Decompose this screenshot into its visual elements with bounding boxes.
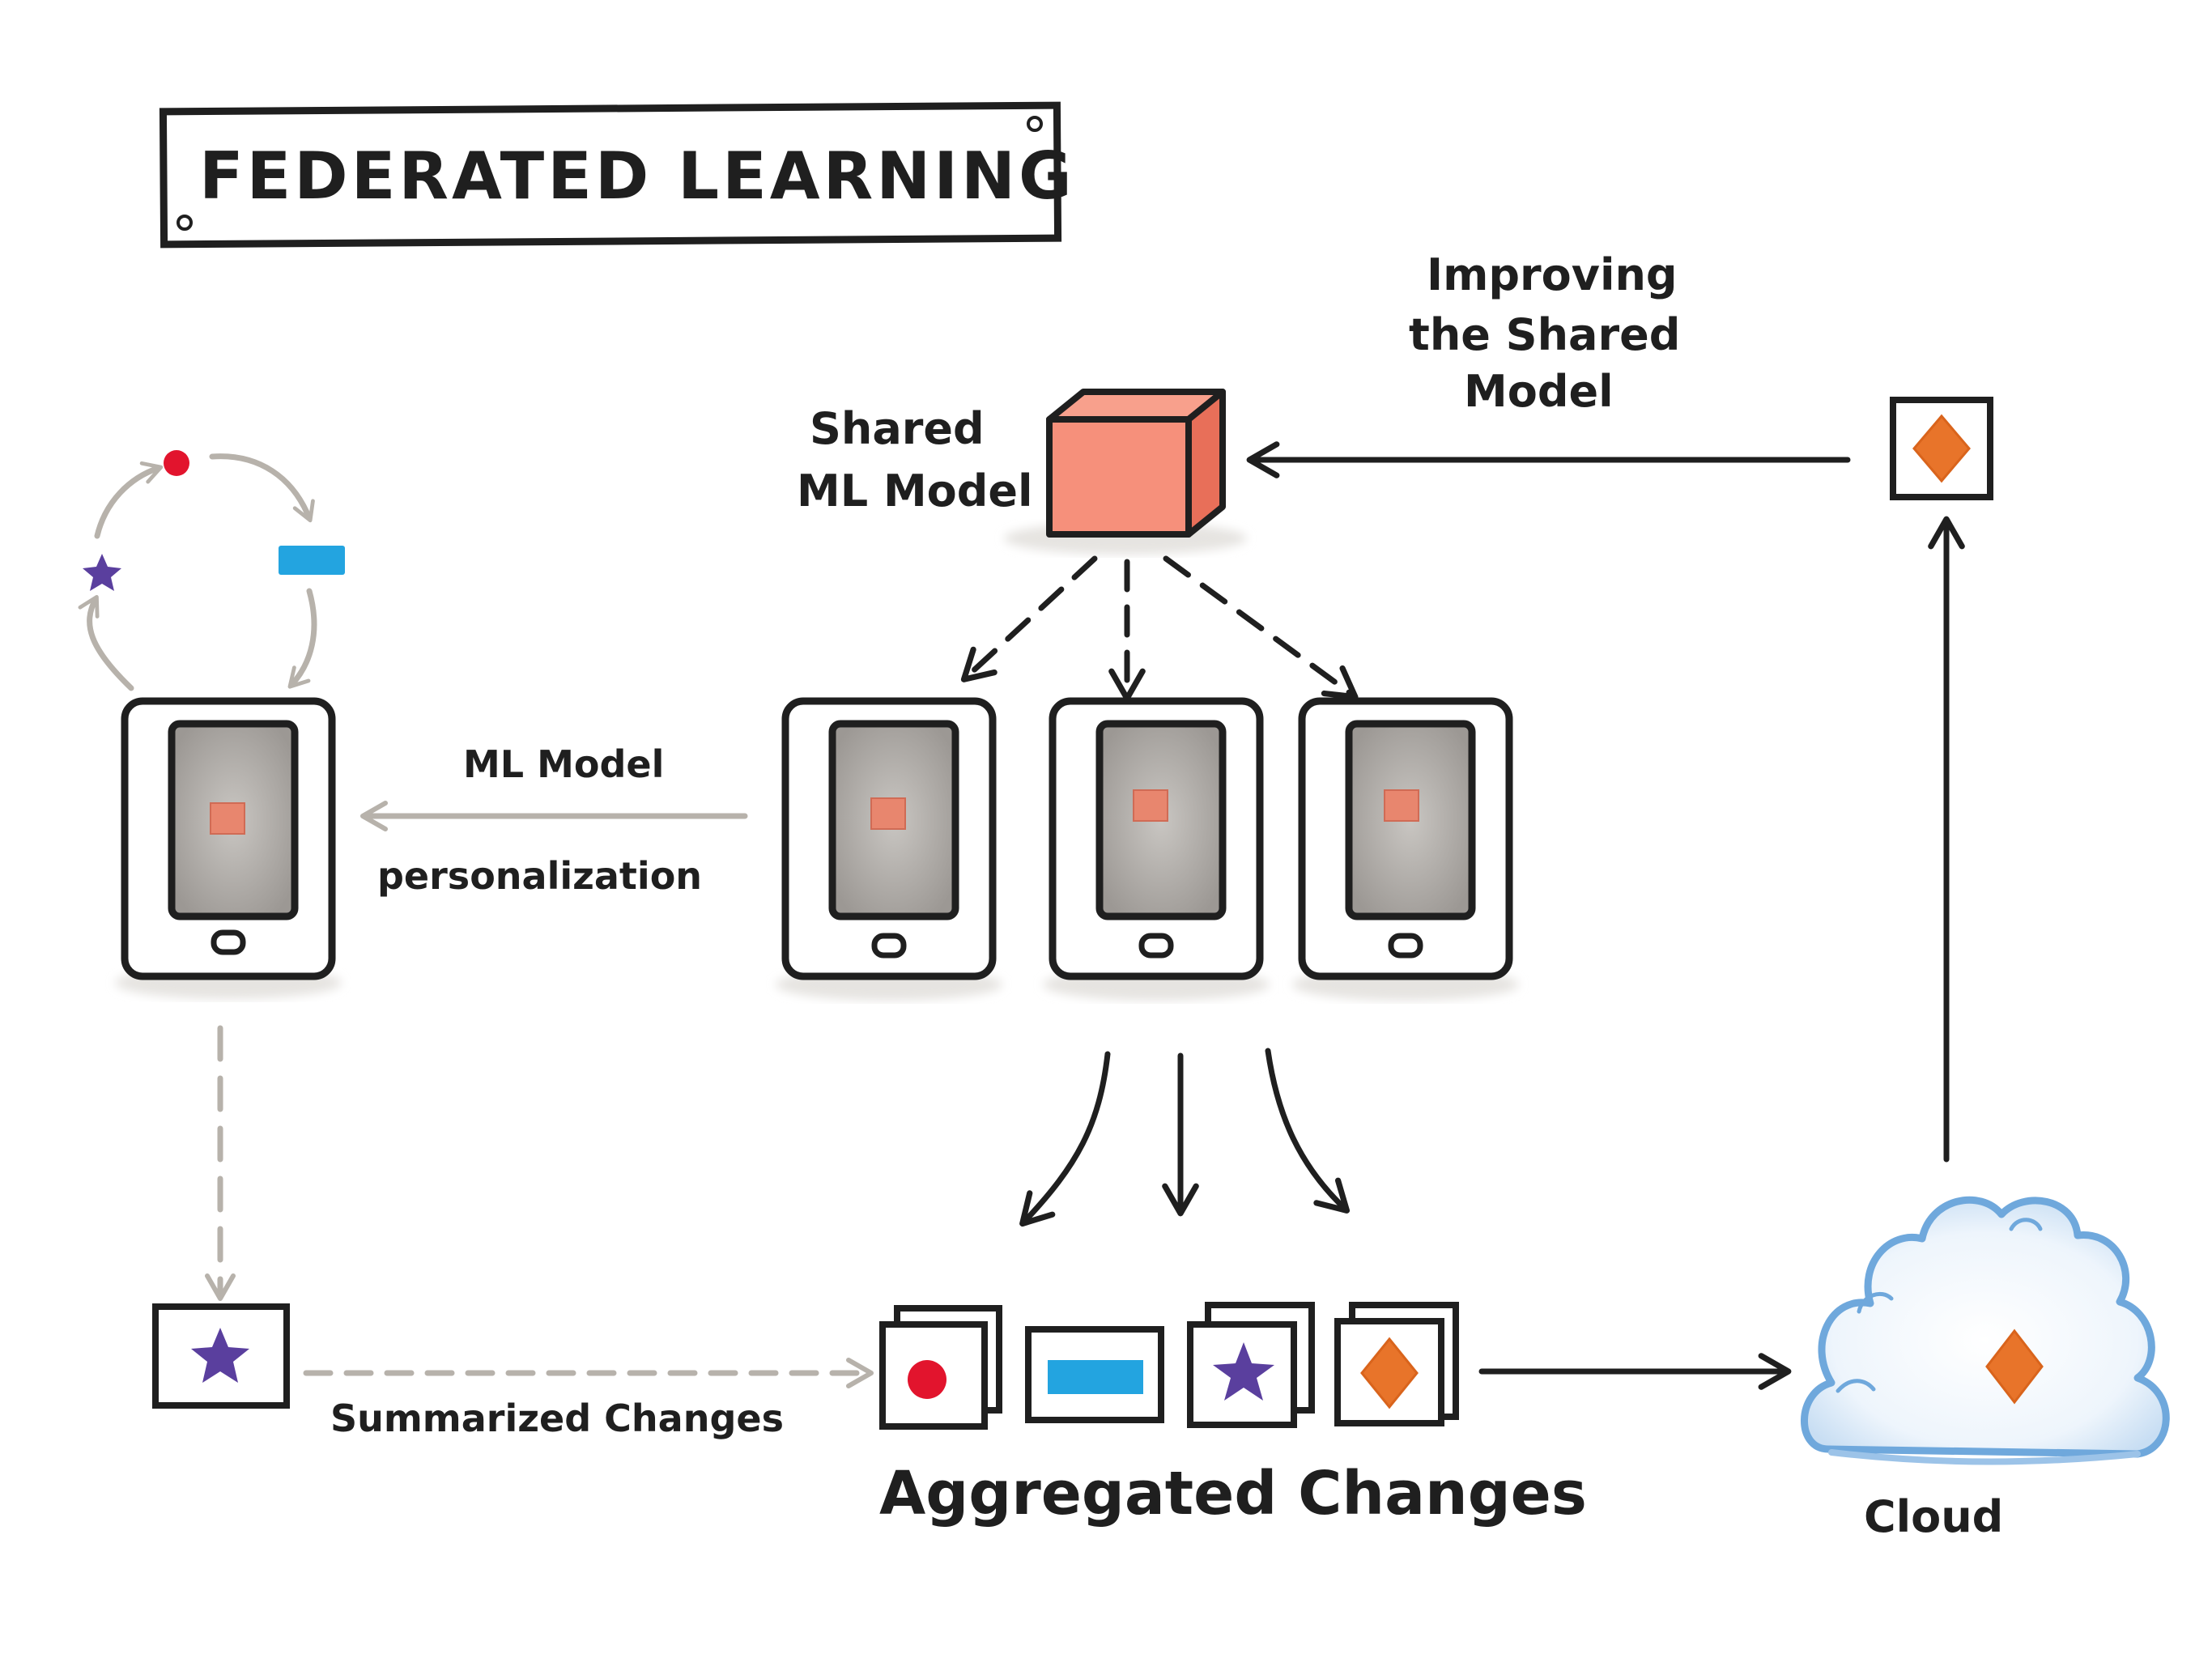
home-button-icon bbox=[1388, 933, 1423, 959]
cloud-label: Cloud bbox=[1864, 1491, 2003, 1542]
rectangle-icon bbox=[1048, 1360, 1143, 1394]
aggregated-changes-label: Aggregated Changes bbox=[879, 1459, 1587, 1528]
shared-model-label-line1: Shared bbox=[810, 403, 985, 454]
aggregated-tile-diamond bbox=[1334, 1302, 1459, 1426]
cloud-icon bbox=[1801, 1196, 2170, 1465]
circle-icon bbox=[164, 450, 189, 476]
diagram-title: FEDERATED LEARNING bbox=[199, 138, 1075, 214]
client-phone-3 bbox=[1292, 697, 1519, 1001]
star-icon bbox=[83, 554, 121, 591]
home-button-icon bbox=[871, 933, 907, 959]
title-banner: FEDERATED LEARNING bbox=[159, 101, 1075, 249]
upload-arrow-left bbox=[1019, 1051, 1111, 1227]
star-icon bbox=[1213, 1342, 1274, 1401]
star-icon bbox=[191, 1328, 249, 1383]
diamond-icon bbox=[1360, 1337, 1419, 1409]
model-square-icon bbox=[870, 797, 906, 830]
upload-arrow-right bbox=[1265, 1048, 1351, 1214]
shared-model-label-line2: ML Model bbox=[797, 466, 1033, 517]
rectangle-icon bbox=[279, 546, 345, 575]
aggregated-tile-dot bbox=[879, 1305, 1002, 1430]
aggregated-tile-star bbox=[1187, 1302, 1315, 1428]
aggregated-tile-bar bbox=[1025, 1326, 1164, 1423]
diamond-icon bbox=[1912, 414, 1971, 483]
ml-model-label: ML Model bbox=[463, 742, 664, 786]
client-phone-2 bbox=[1043, 697, 1270, 1001]
shared-model-cube-icon bbox=[1004, 389, 1247, 555]
model-square-icon bbox=[1133, 789, 1168, 822]
home-button-icon bbox=[1138, 933, 1174, 959]
home-button-icon bbox=[211, 929, 246, 955]
improving-label-line3: Model bbox=[1464, 366, 1614, 417]
model-update-tile bbox=[1890, 397, 1993, 500]
improving-label-line2: the Shared bbox=[1409, 309, 1680, 360]
personalization-label: personalization bbox=[377, 854, 702, 898]
model-square-icon bbox=[210, 802, 245, 835]
summary-tile bbox=[152, 1303, 290, 1409]
distribute-arrow-left bbox=[960, 555, 1098, 682]
client-phone-1 bbox=[776, 697, 1002, 1001]
improving-label-line1: Improving bbox=[1427, 249, 1678, 300]
screw-icon bbox=[1027, 116, 1043, 132]
distribute-arrow-right bbox=[1163, 555, 1359, 700]
personalization-loop bbox=[78, 450, 345, 691]
model-square-icon bbox=[1384, 789, 1419, 822]
diamond-icon bbox=[1985, 1329, 2044, 1405]
circle-icon bbox=[908, 1360, 946, 1399]
summarized-changes-label: Summarized Changes bbox=[330, 1397, 784, 1440]
personal-phone bbox=[115, 697, 342, 999]
screw-icon bbox=[177, 215, 193, 231]
